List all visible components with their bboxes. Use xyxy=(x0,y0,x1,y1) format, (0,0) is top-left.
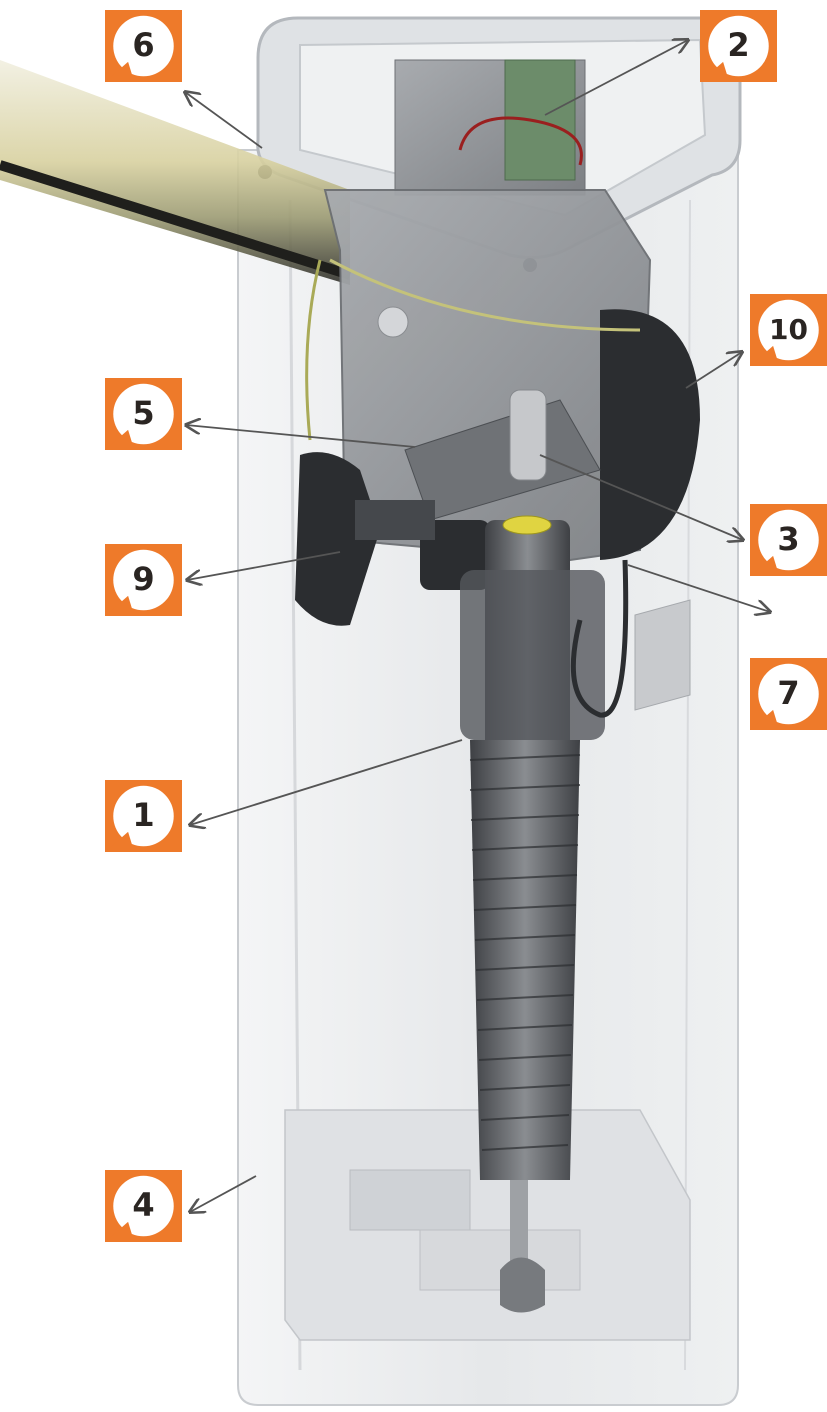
callout-circle xyxy=(113,15,174,77)
callout-1: 1 xyxy=(105,780,182,852)
callout-label: 1 xyxy=(132,796,154,834)
callout-7: 7 xyxy=(750,658,827,730)
callout-notch xyxy=(105,595,135,616)
callout-notch xyxy=(105,1221,135,1242)
callout-5: 5 xyxy=(105,378,182,450)
leader-2 xyxy=(544,40,688,116)
cable-and-panel xyxy=(570,559,691,718)
callout-circle xyxy=(113,785,174,847)
callout-notch xyxy=(750,555,780,576)
balancing-spring xyxy=(460,515,605,1313)
callout-label: 7 xyxy=(777,674,799,712)
callout-label: 5 xyxy=(132,394,154,432)
leader-lines xyxy=(185,40,770,1212)
leader-1 xyxy=(190,739,463,825)
leader-9 xyxy=(187,551,341,580)
barrier-boom xyxy=(0,60,352,285)
callout-label: 9 xyxy=(132,560,154,598)
callout-label: 3 xyxy=(777,520,799,558)
callout-circle xyxy=(708,15,769,77)
callout-9: 9 xyxy=(105,544,182,616)
callout-circle xyxy=(113,383,174,445)
callout-label: 10 xyxy=(769,313,808,346)
callout-notch xyxy=(750,709,780,730)
leader-7 xyxy=(627,564,770,612)
callout-notch xyxy=(750,345,780,366)
leader-3 xyxy=(539,454,743,540)
leader-4 xyxy=(190,1175,257,1212)
callout-circle xyxy=(758,509,819,571)
callout-badges: 6 2 10 5 3 9 7 1 4 xyxy=(105,10,827,1242)
callout-label: 6 xyxy=(132,26,154,64)
callout-6: 6 xyxy=(105,10,182,82)
leader-10 xyxy=(685,352,742,389)
callout-circle xyxy=(113,549,174,611)
leader-6 xyxy=(185,92,263,149)
callout-2: 2 xyxy=(700,10,777,82)
callout-label: 4 xyxy=(132,1186,154,1224)
callout-circle xyxy=(113,1175,174,1237)
callout-notch xyxy=(700,61,730,82)
callout-4: 4 xyxy=(105,1170,182,1242)
callout-10: 10 xyxy=(750,294,827,366)
callout-circle xyxy=(758,299,819,361)
callout-3: 3 xyxy=(750,504,827,576)
callout-notch xyxy=(105,429,135,450)
callout-label: 2 xyxy=(727,26,749,64)
callout-notch xyxy=(105,831,135,852)
callout-notch xyxy=(105,61,135,82)
callout-circle xyxy=(758,663,819,725)
leader-5 xyxy=(186,425,416,448)
